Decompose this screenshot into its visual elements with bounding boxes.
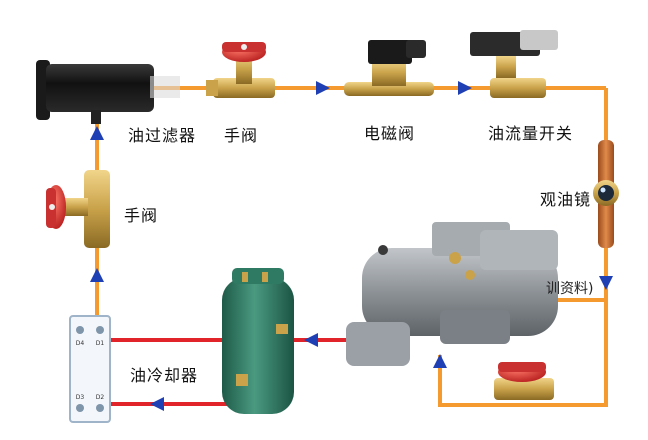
port-label-bottom-right: D2 <box>96 394 105 401</box>
flow-arrow-icon <box>458 81 472 95</box>
label-oil-flow-switch: 油流量开关 <box>488 124 574 143</box>
solenoid-valve <box>344 40 434 96</box>
label-solenoid-valve: 电磁阀 <box>364 124 416 143</box>
label-hand-valve-left: 手阀 <box>124 206 159 225</box>
label-hand-valve-top: 手阀 <box>224 126 259 145</box>
hand-valve-left <box>46 170 110 248</box>
hot-piping <box>110 338 352 406</box>
port-label-top-left: D4 <box>76 340 85 347</box>
plate-oil-cooler: D4 D1 D3 D2 <box>69 315 111 423</box>
screw-compressor <box>346 222 558 366</box>
label-oil-cooler: 油冷却器 <box>130 366 199 385</box>
flow-arrow-icon <box>90 126 104 140</box>
flow-arrow-icon <box>90 268 104 282</box>
label-oil-filter: 油过滤器 <box>128 126 197 145</box>
flow-arrow-icon <box>599 276 613 290</box>
flow-arrow-icon <box>304 333 318 347</box>
hand-valve-top <box>206 42 275 98</box>
oil-flow-switch <box>470 30 558 98</box>
flow-arrow-icon <box>433 354 447 368</box>
sight-glass <box>593 140 619 248</box>
watermark-text: 训资料) <box>546 281 594 297</box>
hand-valve-bottom <box>494 362 554 400</box>
oil-receiver-tank <box>222 268 294 414</box>
flow-arrow-icon <box>90 81 613 411</box>
label-sight-glass: 观油镜 <box>540 190 592 209</box>
oil-filter <box>36 60 180 124</box>
port-label-bottom-left: D3 <box>76 394 85 401</box>
flow-arrow-icon <box>150 397 164 411</box>
port-label-top-right: D1 <box>96 340 105 347</box>
flow-arrow-icon <box>316 81 330 95</box>
